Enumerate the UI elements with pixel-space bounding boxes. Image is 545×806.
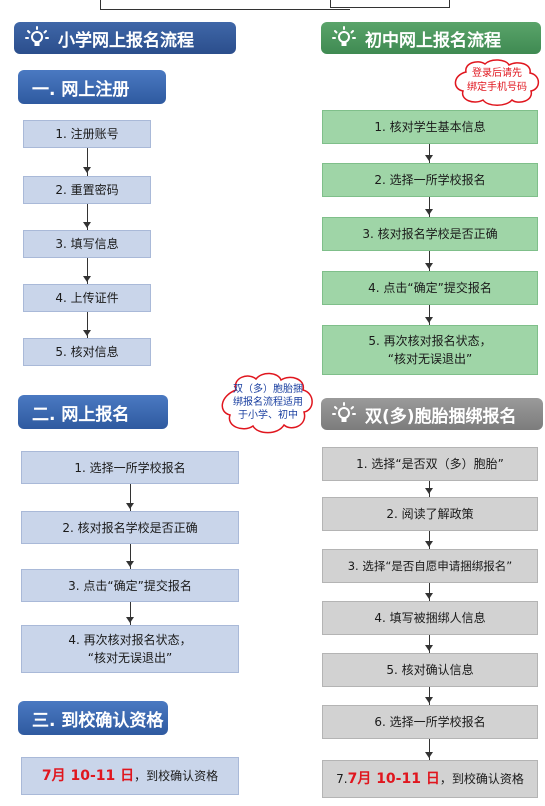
- arrow-down-icon: [83, 222, 91, 228]
- twins-note-line1: 双（多）胞胎捆: [233, 384, 303, 395]
- primary-s2-step-3: 3. 点击“确定”提交报名: [21, 569, 239, 602]
- middle-note-line2: 绑定手机号码: [467, 82, 527, 93]
- twins-step-1: 1. 选择“是否双（多）胞胎”: [322, 447, 538, 481]
- primary-s3-text: ，到校确认资格: [134, 769, 219, 783]
- primary-s2-step-4-line2: “核对无误退出”: [87, 651, 173, 665]
- twins-step-7-prefix: 7.: [336, 772, 348, 786]
- primary-header: 小学网上报名流程: [14, 22, 236, 54]
- primary-s1-step-4: 4. 上传证件: [23, 284, 151, 312]
- primary-section1-title: 一. 网上注册: [18, 70, 166, 104]
- primary-section2-title: 二. 网上报名: [18, 395, 168, 429]
- twins-header: 双(多)胞胎捆绑报名: [321, 398, 543, 430]
- arrow-down-icon: [425, 317, 433, 323]
- middle-step-5-line1: 5. 再次核对报名状态，: [368, 334, 492, 348]
- arrow-down-icon: [83, 167, 91, 173]
- twins-header-title: 双(多)胞胎捆绑报名: [365, 406, 517, 427]
- twins-note-line3: 于小学、初中: [238, 410, 298, 421]
- primary-s1-step-2: 2. 重置密码: [23, 176, 151, 204]
- middle-note-text: 登录后请先 绑定手机号码: [458, 67, 536, 95]
- primary-s2-line: [130, 470, 131, 650]
- middle-step-5: 5. 再次核对报名状态， “核对无误退出”: [322, 325, 538, 375]
- primary-s1-step-5: 5. 核对信息: [23, 338, 151, 366]
- twins-note-line2: 绑报名流程适用: [233, 397, 303, 408]
- primary-s2-step-4-line1: 4. 再次核对报名状态，: [68, 633, 192, 647]
- arrow-down-icon: [83, 276, 91, 282]
- twins-step-3: 3. 选择“是否自愿申请捆绑报名”: [322, 549, 538, 583]
- arrow-down-icon: [425, 697, 433, 703]
- primary-header-title: 小学网上报名流程: [58, 30, 194, 51]
- middle-header-title: 初中网上报名流程: [365, 30, 501, 51]
- arrow-down-icon: [126, 617, 134, 623]
- arrow-down-icon: [425, 263, 433, 269]
- middle-note-line1: 登录后请先: [472, 68, 522, 79]
- middle-header: 初中网上报名流程: [321, 22, 541, 54]
- primary-s3-date: 7月 10-11 日: [41, 768, 135, 784]
- middle-step-1: 1. 核对学生基本信息: [322, 110, 538, 144]
- arrow-down-icon: [425, 209, 433, 215]
- arrow-down-icon: [425, 593, 433, 599]
- arrow-down-icon: [425, 488, 433, 494]
- arrow-down-icon: [126, 561, 134, 567]
- middle-note-cloud: [454, 59, 540, 106]
- twins-step-7-text: ，到校确认资格: [439, 772, 524, 786]
- lightbulb-icon: [332, 26, 356, 46]
- twins-step-4: 4. 填写被捆绑人信息: [322, 601, 538, 635]
- primary-s1-step-1: 1. 注册账号: [23, 120, 151, 148]
- top-connector-right: [330, 0, 450, 8]
- arrow-down-icon: [83, 330, 91, 336]
- arrow-down-icon: [425, 752, 433, 758]
- primary-s3-box: 7月 10-11 日 ，到校确认资格: [21, 757, 239, 795]
- primary-s2-step-2: 2. 核对报名学校是否正确: [21, 511, 239, 544]
- top-connector-left: [100, 0, 350, 10]
- primary-section3-title: 三. 到校确认资格: [18, 701, 168, 735]
- twins-note-cloud: [221, 372, 313, 434]
- primary-s1-step-3: 3. 填写信息: [23, 230, 151, 258]
- twins-step-7-date: 7月 10-11 日: [347, 771, 440, 787]
- twins-step-2: 2. 阅读了解政策: [322, 497, 538, 531]
- twins-step-7: 7. 7月 10-11 日 ，到校确认资格: [322, 760, 538, 798]
- twins-step-5: 5. 核对确认信息: [322, 653, 538, 687]
- middle-step-3: 3. 核对报名学校是否正确: [322, 217, 538, 251]
- middle-step-4: 4. 点击“确定”提交报名: [322, 271, 538, 305]
- middle-step-2: 2. 选择一所学校报名: [322, 163, 538, 197]
- arrow-down-icon: [425, 645, 433, 651]
- arrow-down-icon: [425, 541, 433, 547]
- arrow-down-icon: [126, 503, 134, 509]
- twins-step-6: 6. 选择一所学校报名: [322, 705, 538, 739]
- lightbulb-icon: [332, 402, 356, 422]
- lightbulb-icon: [25, 26, 49, 46]
- arrow-down-icon: [425, 155, 433, 161]
- twins-note-text: 双（多）胞胎捆 绑报名流程适用 于小学、初中: [228, 383, 308, 422]
- primary-s2-step-1: 1. 选择一所学校报名: [21, 451, 239, 484]
- primary-s2-step-4: 4. 再次核对报名状态， “核对无误退出”: [21, 625, 239, 673]
- middle-step-5-line2: “核对无误退出”: [387, 352, 473, 366]
